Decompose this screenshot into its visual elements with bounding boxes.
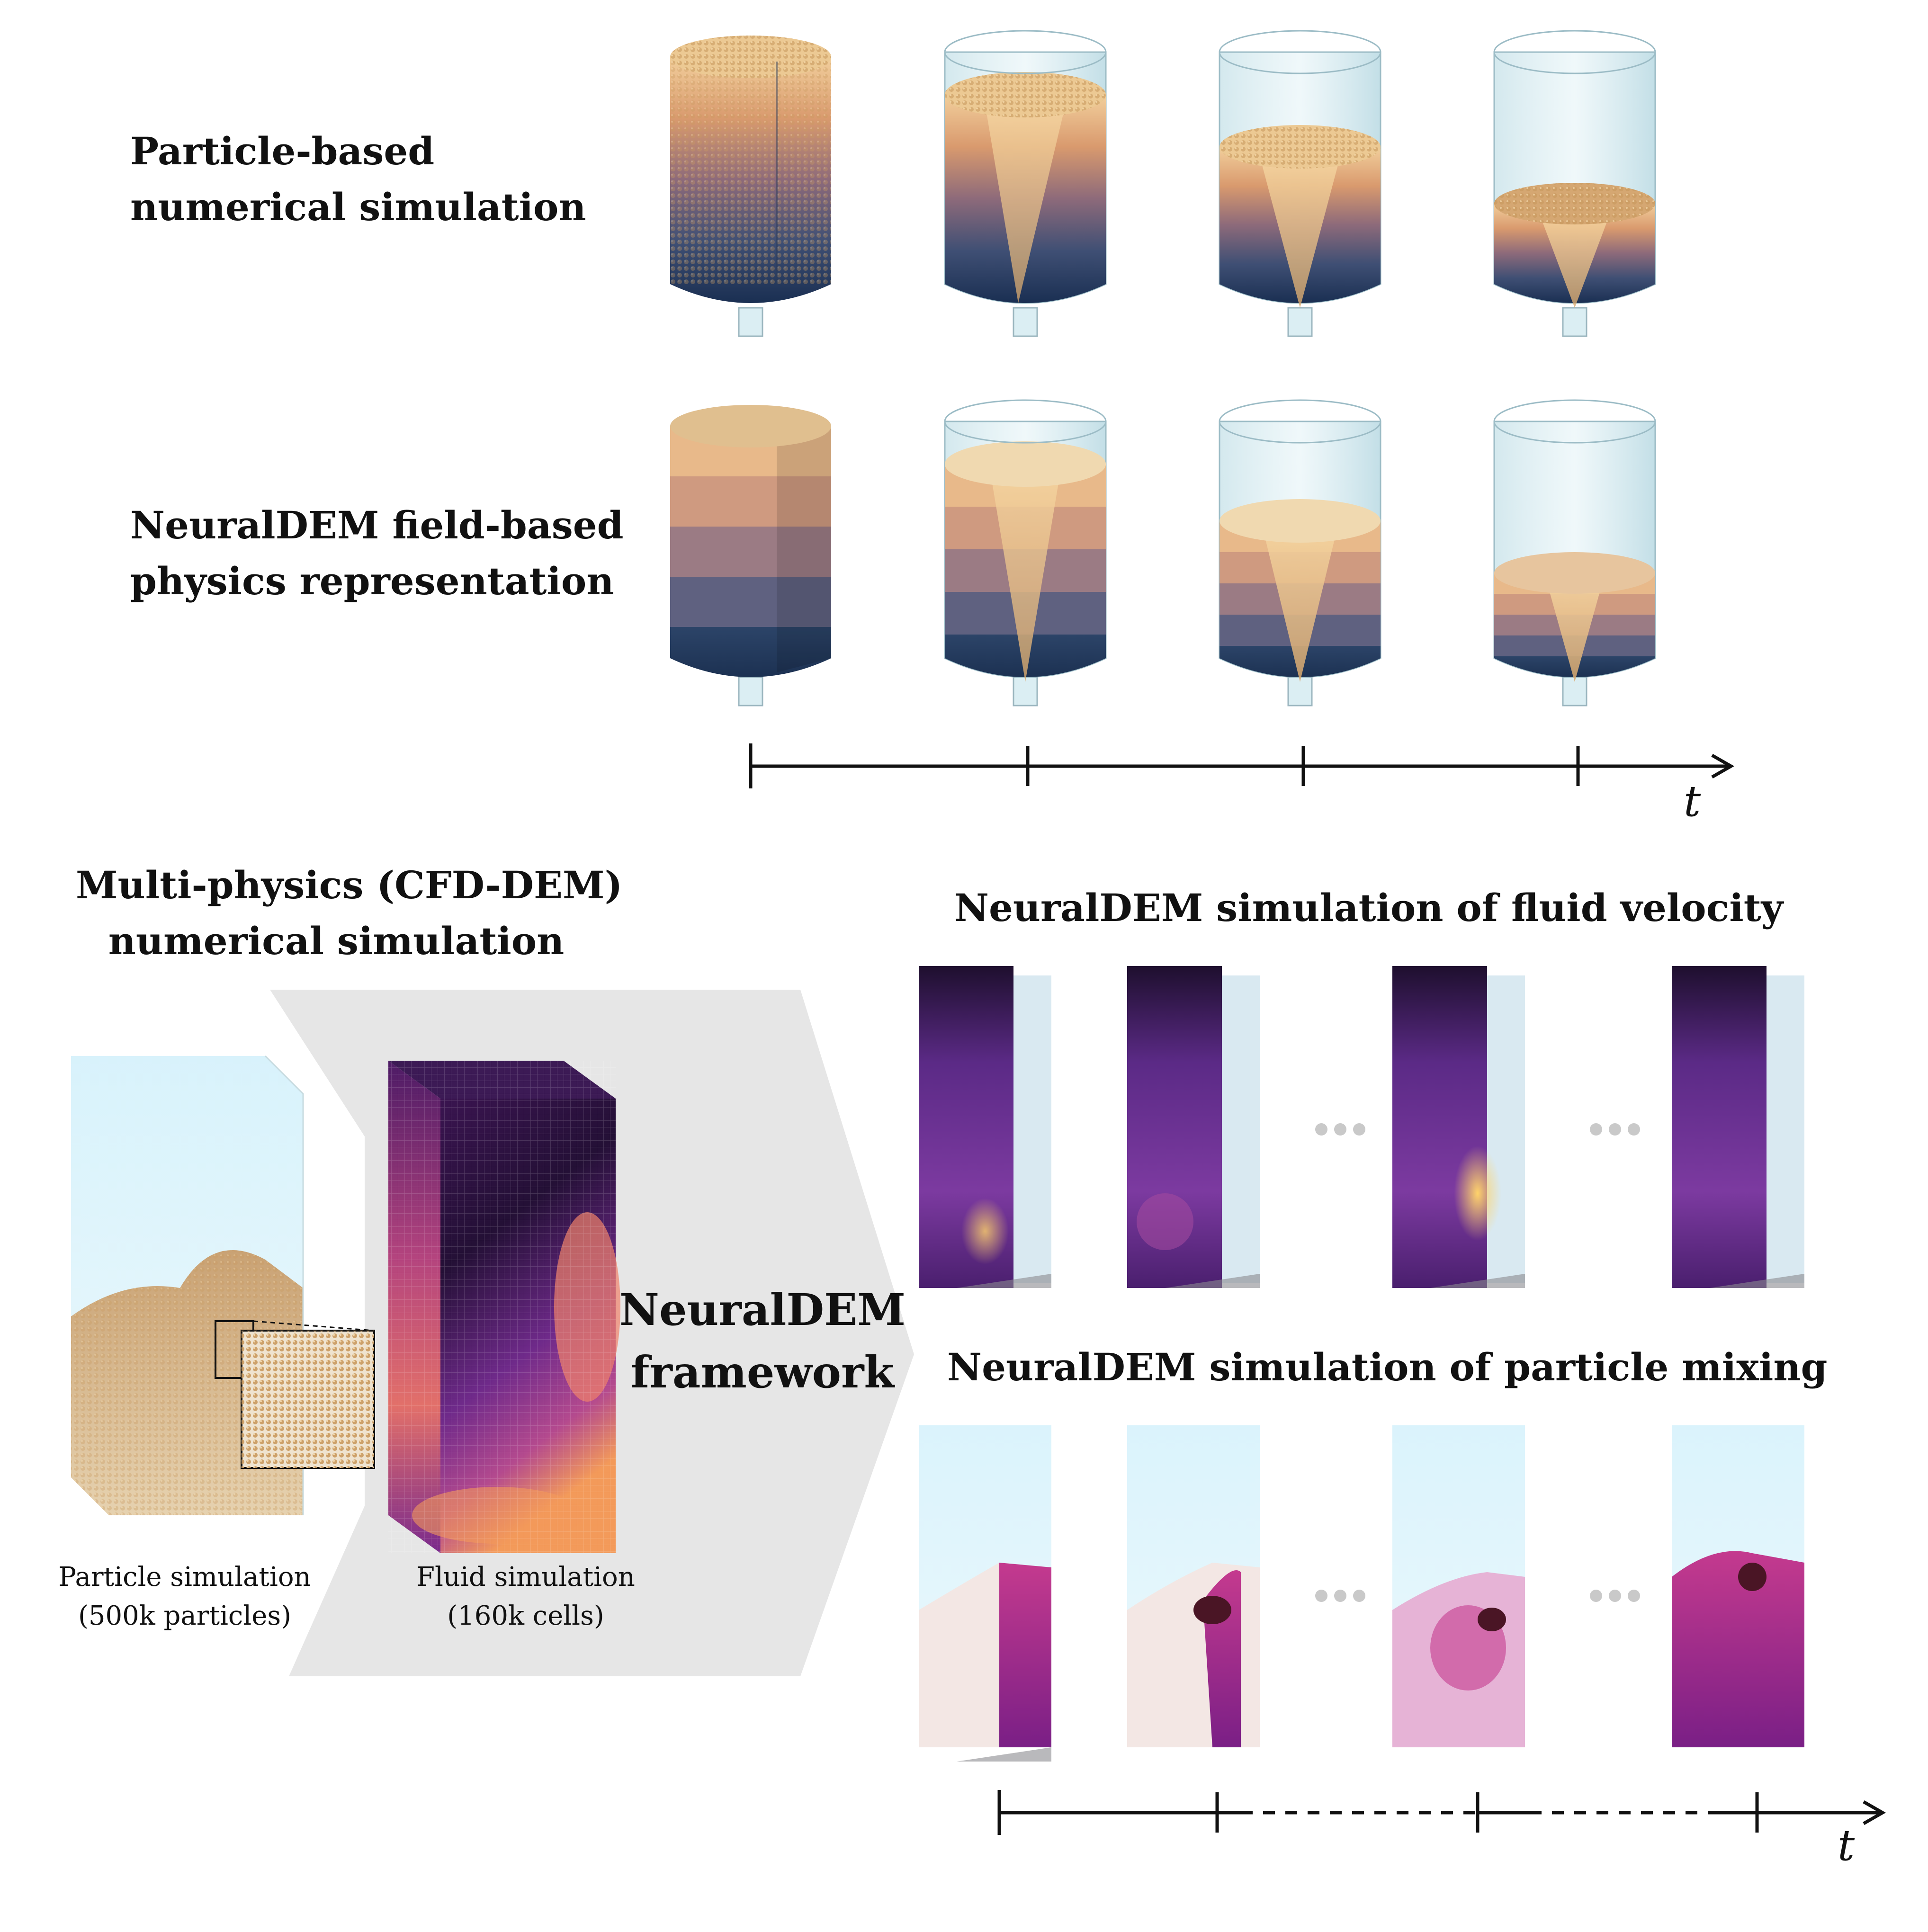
field-row-label-line1: NeuralDEM field-based: [130, 503, 624, 547]
fluid-caption-line2: (160k cells): [447, 1601, 604, 1631]
velocity-ellipsis-1: [1315, 1123, 1365, 1136]
fluid-simulation-box: [388, 1061, 620, 1553]
multiphysics-title: Multi-physics (CFD-DEM) numerical simula…: [76, 857, 623, 969]
particle-row: [670, 30, 1656, 337]
velocity-box-1: [919, 966, 1051, 1288]
top-time-label: t: [1684, 777, 1701, 826]
framework-label: NeuralDEM framework: [616, 1279, 909, 1404]
bottom-time-label: t: [1838, 1821, 1855, 1870]
bottom-time-axis: [997, 1790, 1886, 1835]
multiphysics-title-line2: numerical simulation: [108, 919, 565, 963]
fluid-velocity-title: NeuralDEM simulation of fluid velocity: [954, 886, 1784, 930]
particle-silo-t0: [670, 36, 831, 337]
particle-simulation-box: [71, 1055, 375, 1515]
field-row-label-line2: physics representation: [130, 559, 614, 603]
particle-mixing-panel: [919, 1425, 1804, 1762]
velocity-box-3: [1392, 966, 1525, 1288]
velocity-box-2: [1127, 966, 1260, 1288]
velocity-box-4: [1672, 966, 1804, 1288]
velocity-ellipsis-2: [1590, 1123, 1640, 1136]
particle-caption-line2: (500k particles): [78, 1601, 291, 1631]
particle-simulation-caption: Particle simulation (500k particles): [57, 1558, 313, 1636]
particle-silo-t2: [1219, 30, 1381, 337]
particle-row-label: Particle-based numerical simulation: [130, 123, 586, 235]
particle-silo-t3: [1493, 30, 1656, 337]
particle-caption-line1: Particle simulation: [58, 1562, 311, 1592]
framework-label-line1: NeuralDEM: [619, 1284, 906, 1335]
framework-label-line2: framework: [630, 1347, 895, 1398]
field-silo-t3: [1493, 399, 1656, 707]
field-silo-t1: [944, 399, 1107, 707]
mixing-box-2: [1127, 1425, 1260, 1747]
mixing-box-3: [1392, 1425, 1525, 1747]
top-time-axis: [749, 743, 1735, 788]
fluid-simulation-caption: Fluid simulation (160k cells): [403, 1558, 649, 1636]
mixing-ellipsis-1: [1315, 1590, 1365, 1602]
fluid-velocity-panel: [919, 966, 1804, 1288]
particle-silo-t1: [944, 30, 1107, 337]
mixing-box-4: [1672, 1425, 1804, 1747]
field-silo-t0: [670, 405, 831, 707]
field-silo-t2: [1219, 399, 1381, 707]
particle-row-label-line2: numerical simulation: [130, 185, 586, 229]
field-row-label: NeuralDEM field-based physics representa…: [130, 497, 624, 609]
mixing-ellipsis-2: [1590, 1590, 1640, 1602]
particle-row-label-line1: Particle-based: [130, 129, 435, 173]
mixing-box-1: [919, 1425, 1051, 1762]
fluid-caption-line1: Fluid simulation: [416, 1562, 635, 1592]
multiphysics-title-line1: Multi-physics (CFD-DEM): [76, 863, 623, 907]
field-row: [670, 399, 1656, 707]
particle-mixing-title: NeuralDEM simulation of particle mixing: [947, 1345, 1828, 1389]
